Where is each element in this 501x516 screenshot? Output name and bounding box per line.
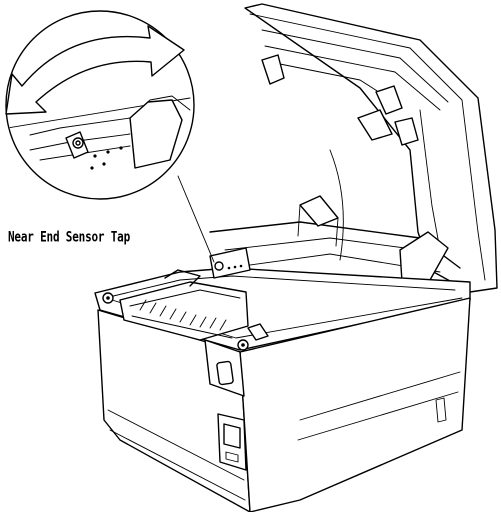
leader-line: [177, 175, 215, 263]
front-panel: [204, 323, 269, 471]
near-end-sensor-tap: [209, 247, 251, 279]
rotation-arrow-icon: [5, 25, 185, 115]
near-end-sensor-tap-label: Near End Sensor Tap: [8, 229, 131, 246]
top-cover: [244, 3, 498, 293]
platen-roller: [119, 269, 249, 341]
paper-cavity: [209, 195, 461, 283]
